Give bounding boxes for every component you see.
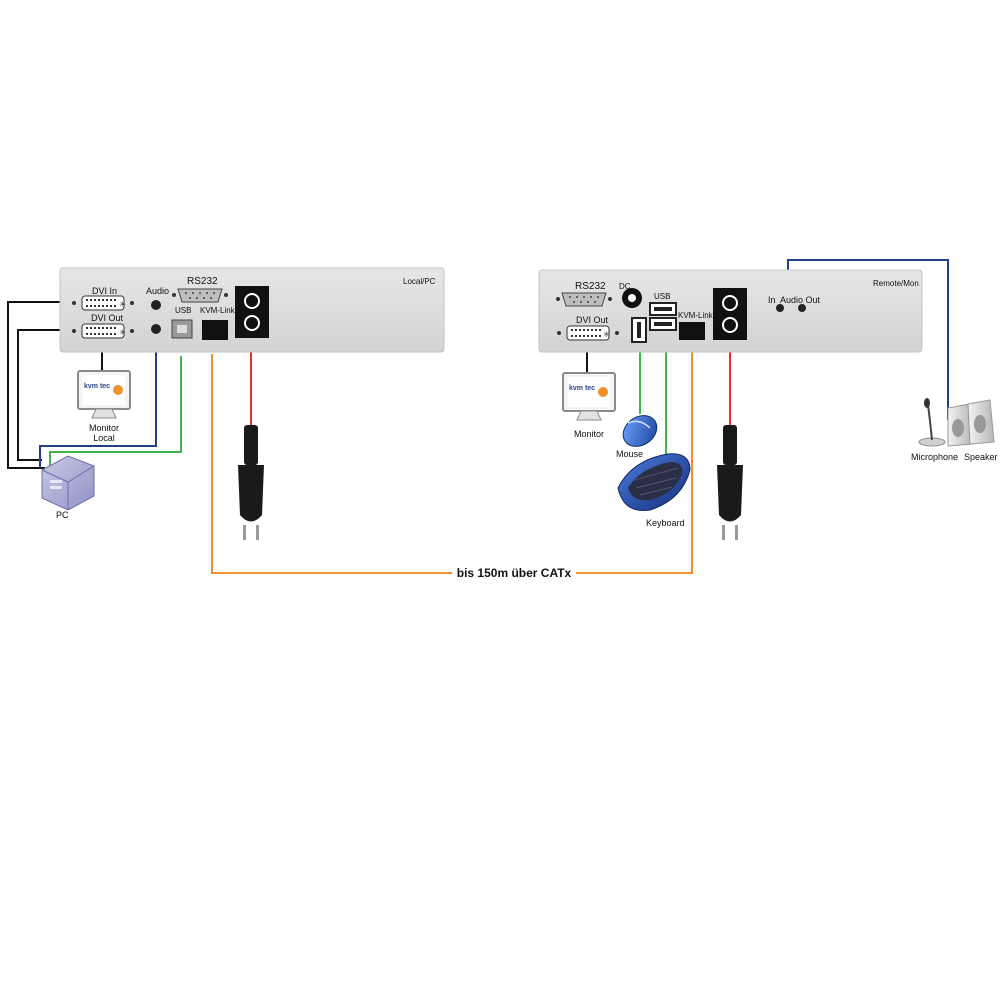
remote-audio-out-label: Audio Out — [780, 295, 821, 305]
local-audio-jack-1 — [151, 300, 161, 310]
remote-kvm-link-port — [679, 322, 705, 340]
local-unit: ✳ ✳ — [59, 267, 445, 353]
monitor-local-icon — [77, 370, 131, 419]
remote-unit-title: Remote/Mon — [873, 279, 919, 288]
local-usb-port — [171, 319, 193, 339]
microphone-label: Microphone — [911, 452, 959, 462]
local-kvm-link-label: KVM-Link — [200, 306, 235, 315]
remote-audio-in-jack — [776, 304, 784, 312]
svg-text:✳: ✳ — [603, 330, 610, 339]
power-plug-local-icon — [238, 425, 264, 540]
remote-power-inlet — [713, 288, 747, 340]
keyboard-icon — [617, 453, 691, 512]
local-rs232-port — [172, 288, 228, 303]
remote-rs232-port — [556, 292, 612, 307]
remote-usb-ports — [631, 302, 677, 343]
remote-audio-out-jack — [798, 304, 806, 312]
remote-dvi-out-label: DVI Out — [576, 315, 609, 325]
svg-text:✳: ✳ — [119, 300, 126, 309]
cable-audio-local — [39, 338, 157, 468]
monitor-remote-label: Monitor — [574, 429, 605, 439]
remote-usb-label: USB — [654, 292, 671, 301]
local-kvm-link-port — [202, 320, 228, 340]
remote-kvm-link-label: KVM-Link — [678, 311, 713, 320]
monitor-local-label-1: Monitor — [88, 423, 119, 433]
local-usb-label: USB — [175, 306, 192, 315]
monitor-remote-brand: kvm tec — [569, 385, 596, 392]
svg-text:✳: ✳ — [119, 328, 126, 337]
cable-dvi-in — [7, 301, 66, 469]
monitor-remote-icon — [562, 372, 616, 421]
remote-audio-in-label: In — [768, 295, 776, 305]
speaker-label: Speaker — [964, 452, 998, 462]
local-dvi-out-port: ✳ — [72, 323, 134, 339]
local-rs232-label: RS232 — [187, 276, 218, 287]
pc-icon — [41, 455, 95, 511]
remote-unit: ✳ — [538, 269, 923, 353]
cable-catx — [211, 352, 693, 574]
monitor-local-brand: kvm tec — [84, 383, 111, 390]
local-unit-title: Local/PC — [403, 277, 436, 286]
microphone-icon — [918, 398, 946, 447]
remote-rs232-label: RS232 — [575, 281, 606, 292]
remote-dc-jack — [622, 288, 642, 308]
keyboard-label: Keyboard — [646, 518, 685, 528]
local-power-inlet — [235, 286, 269, 338]
local-audio-label: Audio — [146, 286, 170, 296]
pc-label: PC — [56, 510, 69, 520]
cable-dvi-out — [17, 329, 66, 461]
local-dvi-in-label: DVI In — [92, 286, 118, 296]
local-audio-jack-2 — [151, 324, 161, 334]
mouse-icon — [622, 415, 658, 447]
monitor-local-label-2: Local — [93, 433, 115, 443]
catx-distance-label: bis 150m über CATx — [452, 566, 576, 580]
remote-dc-label: DC — [619, 282, 631, 291]
mouse-label: Mouse — [616, 449, 644, 459]
remote-dvi-out-port: ✳ — [557, 325, 619, 341]
cable-usb-local — [49, 356, 182, 470]
power-plug-remote-icon — [717, 425, 743, 540]
local-dvi-out-label: DVI Out — [91, 313, 124, 323]
local-dvi-in-port: ✳ — [72, 295, 134, 311]
speaker-icon — [947, 399, 995, 447]
